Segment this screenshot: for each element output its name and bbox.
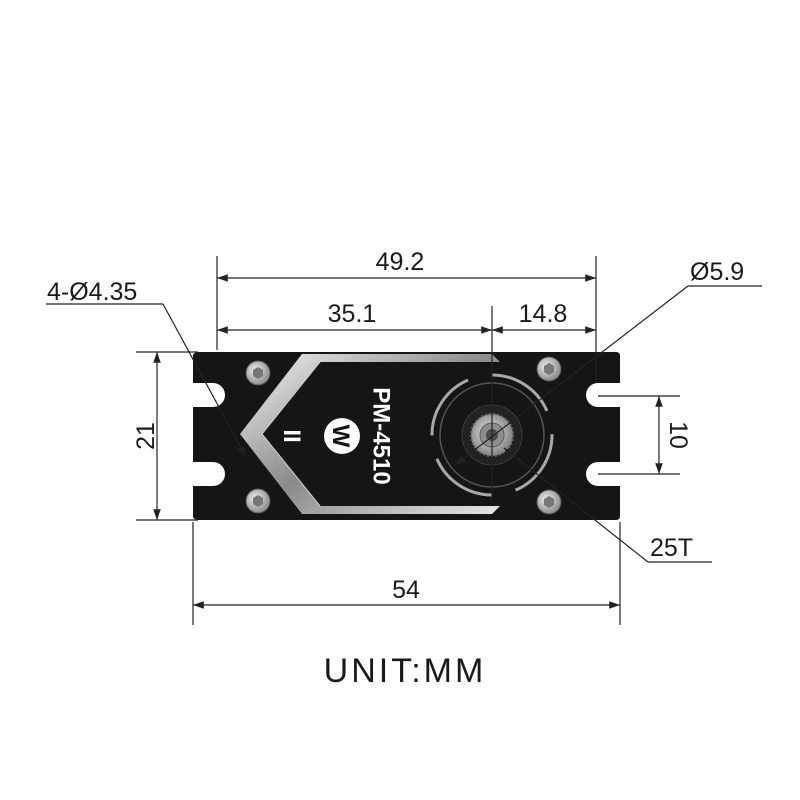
dim-hole-spacing-label: 10 bbox=[664, 421, 692, 449]
dimension-hole-spacing bbox=[598, 395, 680, 475]
dim-height-label: 21 bbox=[132, 422, 160, 450]
shaft-diameter-label: Ø5.9 bbox=[690, 258, 744, 286]
leader-shaft-diameter bbox=[454, 285, 762, 466]
mounting-screw bbox=[245, 488, 271, 514]
unit-label: UNIT:MM bbox=[324, 652, 487, 690]
servo-body bbox=[193, 352, 620, 520]
dim-overall-width-label: 49.2 bbox=[376, 248, 425, 276]
model-name: PM-4510 bbox=[368, 387, 395, 484]
dim-shaft-to-edge-label: 14.8 bbox=[519, 300, 568, 328]
mounting-screw bbox=[245, 360, 271, 386]
hole-callout-label: 4-Ø4.35 bbox=[47, 278, 137, 306]
logo-letter: W bbox=[327, 425, 354, 448]
dimension-overall-width bbox=[216, 256, 597, 383]
dimension-height bbox=[136, 351, 198, 521]
spline-label: 25T bbox=[650, 534, 693, 562]
dimension-body-length bbox=[192, 522, 621, 625]
leader-spline bbox=[503, 447, 712, 563]
brand-logo: W bbox=[324, 418, 360, 454]
dimension-left-to-shaft bbox=[217, 306, 493, 500]
dim-body-length-label: 54 bbox=[392, 576, 420, 604]
model-mark: II bbox=[278, 429, 305, 442]
mounting-screw bbox=[536, 489, 562, 515]
mounting-screw bbox=[536, 356, 562, 382]
dim-left-to-shaft-label: 35.1 bbox=[328, 300, 377, 328]
leader-hole-callout bbox=[46, 303, 247, 458]
